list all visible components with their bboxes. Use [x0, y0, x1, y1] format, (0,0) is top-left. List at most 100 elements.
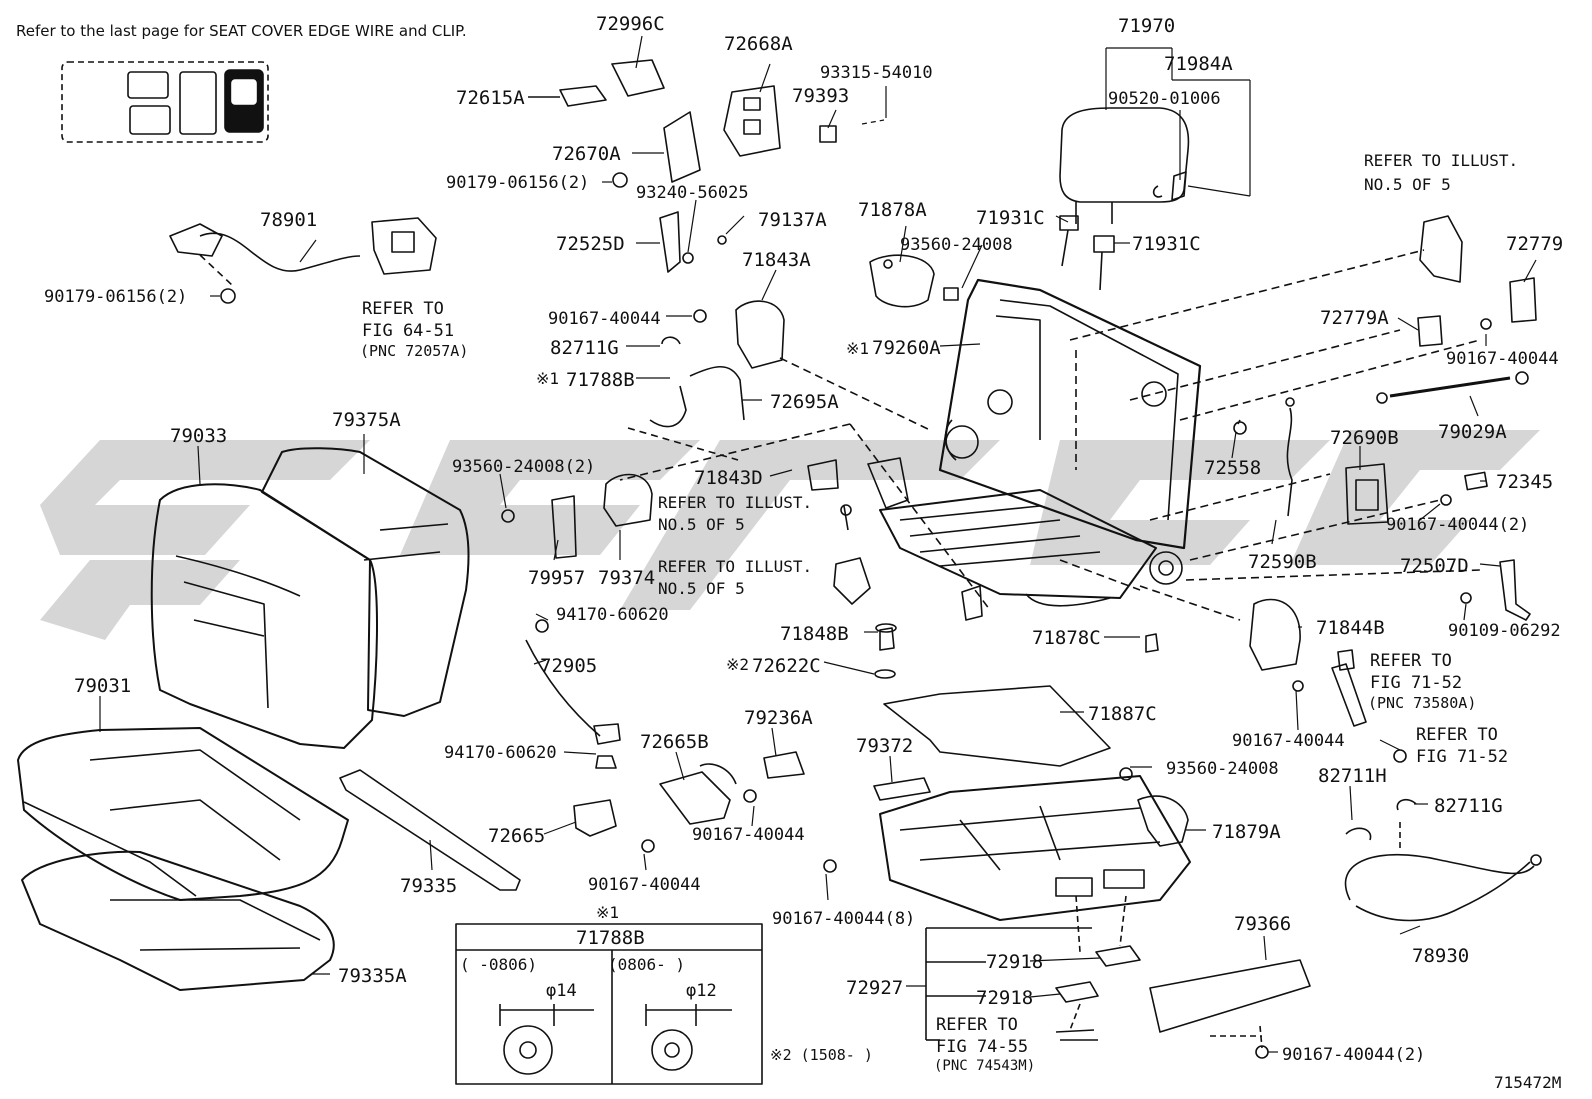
label-71843D: 71843D — [694, 467, 763, 489]
label-72507D: 72507D — [1400, 555, 1469, 577]
label-72779: 72779 — [1506, 233, 1563, 255]
star1-79260A: ※1 — [846, 339, 869, 358]
label-72558: 72558 — [1204, 457, 1261, 479]
star1-71788B: ※1 — [536, 369, 559, 388]
label-90179-06156-b: 90179-06156(2) — [44, 287, 187, 307]
star2-72622C: ※2 — [726, 655, 749, 674]
label-72668A: 72668A — [724, 33, 793, 55]
label-90167-40044-e: 90167-40044 — [588, 875, 701, 895]
ref-fig6451-1: REFER TO — [362, 299, 444, 319]
label-71843A: 71843A — [742, 249, 811, 271]
label-71879A: 71879A — [1212, 821, 1281, 843]
label-79031: 79031 — [74, 675, 131, 697]
ref-fig6451-2: FIG 64-51 — [362, 321, 454, 341]
table-title: 71788B — [576, 927, 645, 949]
label-79029A: 79029A — [1438, 421, 1507, 443]
label-93560-24008-a: 93560-24008 — [900, 235, 1013, 255]
label-79957: 79957 — [528, 567, 585, 589]
label-71931C-b: 71931C — [1132, 233, 1201, 255]
label-79033: 79033 — [170, 425, 227, 447]
label-71848B: 71848B — [780, 623, 849, 645]
label-90167-40044-2a: 90167-40044(2) — [1386, 515, 1529, 535]
label-79137A: 79137A — [758, 209, 827, 231]
label-79375A: 79375A — [332, 409, 401, 431]
label-93315-54010: 93315-54010 — [820, 63, 933, 83]
label-79335A: 79335A — [338, 965, 407, 987]
label-71878C: 71878C — [1032, 627, 1101, 649]
label-72615A: 72615A — [456, 87, 525, 109]
label-72996C: 72996C — [596, 13, 665, 35]
ref-illust-a-2: NO.5 OF 5 — [1364, 175, 1451, 194]
label-82711G-b: 82711G — [1434, 795, 1503, 817]
label-90179-06156-a: 90179-06156(2) — [446, 173, 589, 193]
label-72779A: 72779A — [1320, 307, 1389, 329]
ref-fig6451-3: (PNC 72057A) — [360, 342, 468, 360]
label-72918-a: 72918 — [986, 951, 1043, 973]
ref-illust-c-1: REFER TO ILLUST. — [658, 557, 812, 576]
table-col2-range: (0806- ) — [608, 955, 685, 974]
label-71931C-a: 71931C — [976, 207, 1045, 229]
ref-fig7152a-1: REFER TO — [1370, 651, 1452, 671]
ref-fig7455-1: REFER TO — [936, 1015, 1018, 1035]
label-90167-40044-a: 90167-40044 — [548, 309, 661, 329]
label-90167-40044-c: 90167-40044 — [1232, 731, 1345, 751]
ref-illust-b-1: REFER TO ILLUST. — [658, 493, 812, 512]
label-82711G-a: 82711G — [550, 337, 619, 359]
label-90167-40044-2b: 90167-40044(2) — [1282, 1045, 1425, 1065]
label-72690B: 72690B — [1330, 427, 1399, 449]
ref-fig7152b-2: FIG 71-52 — [1416, 747, 1508, 767]
ref-fig7152a-2: FIG 71-52 — [1370, 673, 1462, 693]
label-71844B: 71844B — [1316, 617, 1385, 639]
label-90167-40044-b: 90167-40044 — [1446, 349, 1559, 369]
ref-fig7152a-3: (PNC 73580A) — [1368, 694, 1476, 712]
label-72927: 72927 — [846, 977, 903, 999]
label-72918-b: 72918 — [976, 987, 1033, 1009]
star2-range: ※2 (1508- ) — [770, 1046, 873, 1064]
table-col1-dia: φ14 — [546, 981, 577, 1001]
label-79236A: 79236A — [744, 707, 813, 729]
label-82711H: 82711H — [1318, 765, 1387, 787]
label-78901: 78901 — [260, 209, 317, 231]
label-90520-01006: 90520-01006 — [1108, 89, 1221, 109]
seat-layout-icon — [61, 61, 269, 143]
label-71878A: 71878A — [858, 199, 927, 221]
label-71887C: 71887C — [1088, 703, 1157, 725]
labels: Refer to the last page for SEAT COVER ED… — [16, 13, 1563, 1092]
label-79366: 79366 — [1234, 913, 1291, 935]
ref-fig7152b-1: REFER TO — [1416, 725, 1498, 745]
label-71984A: 71984A — [1164, 53, 1233, 75]
table-col2-dia: φ12 — [686, 981, 717, 1001]
table-note-mark: ※1 — [596, 903, 619, 922]
ref-fig7455-3: (PNC 74543M) — [934, 1058, 1035, 1074]
diagram-code: 715472M — [1494, 1073, 1561, 1092]
table-col1-range: ( -0806) — [460, 955, 537, 974]
label-79335: 79335 — [400, 875, 457, 897]
label-72905: 72905 — [540, 655, 597, 677]
label-90167-40044-d: 90167-40044 — [692, 825, 805, 845]
ref-illust-b-2: NO.5 OF 5 — [658, 515, 745, 534]
label-71788B: 71788B — [566, 369, 635, 391]
label-78930: 78930 — [1412, 945, 1469, 967]
label-72345: 72345 — [1496, 471, 1553, 493]
label-72525D: 72525D — [556, 233, 625, 255]
label-90167-40044-8: 90167-40044(8) — [772, 909, 915, 929]
label-93240-56025: 93240-56025 — [636, 183, 749, 203]
ref-illust-a-1: REFER TO ILLUST. — [1364, 151, 1518, 170]
label-72665: 72665 — [488, 825, 545, 847]
label-79260A: 79260A — [872, 337, 941, 359]
label-72622C: 72622C — [752, 655, 821, 677]
label-79393: 79393 — [792, 85, 849, 107]
watermark-logo — [40, 430, 1540, 640]
label-94170-60620-b: 94170-60620 — [444, 743, 557, 763]
label-72590B: 72590B — [1248, 551, 1317, 573]
label-79374: 79374 — [598, 567, 655, 589]
label-72665B: 72665B — [640, 731, 709, 753]
label-71970: 71970 — [1118, 15, 1175, 37]
header-note: Refer to the last page for SEAT COVER ED… — [16, 22, 467, 40]
label-93560-24008-c: 93560-24008 — [1166, 759, 1279, 779]
label-93560-24008-2: 93560-24008(2) — [452, 457, 595, 477]
leader-lines — [99, 35, 1537, 1053]
label-72670A: 72670A — [552, 143, 621, 165]
label-79372: 79372 — [856, 735, 913, 757]
